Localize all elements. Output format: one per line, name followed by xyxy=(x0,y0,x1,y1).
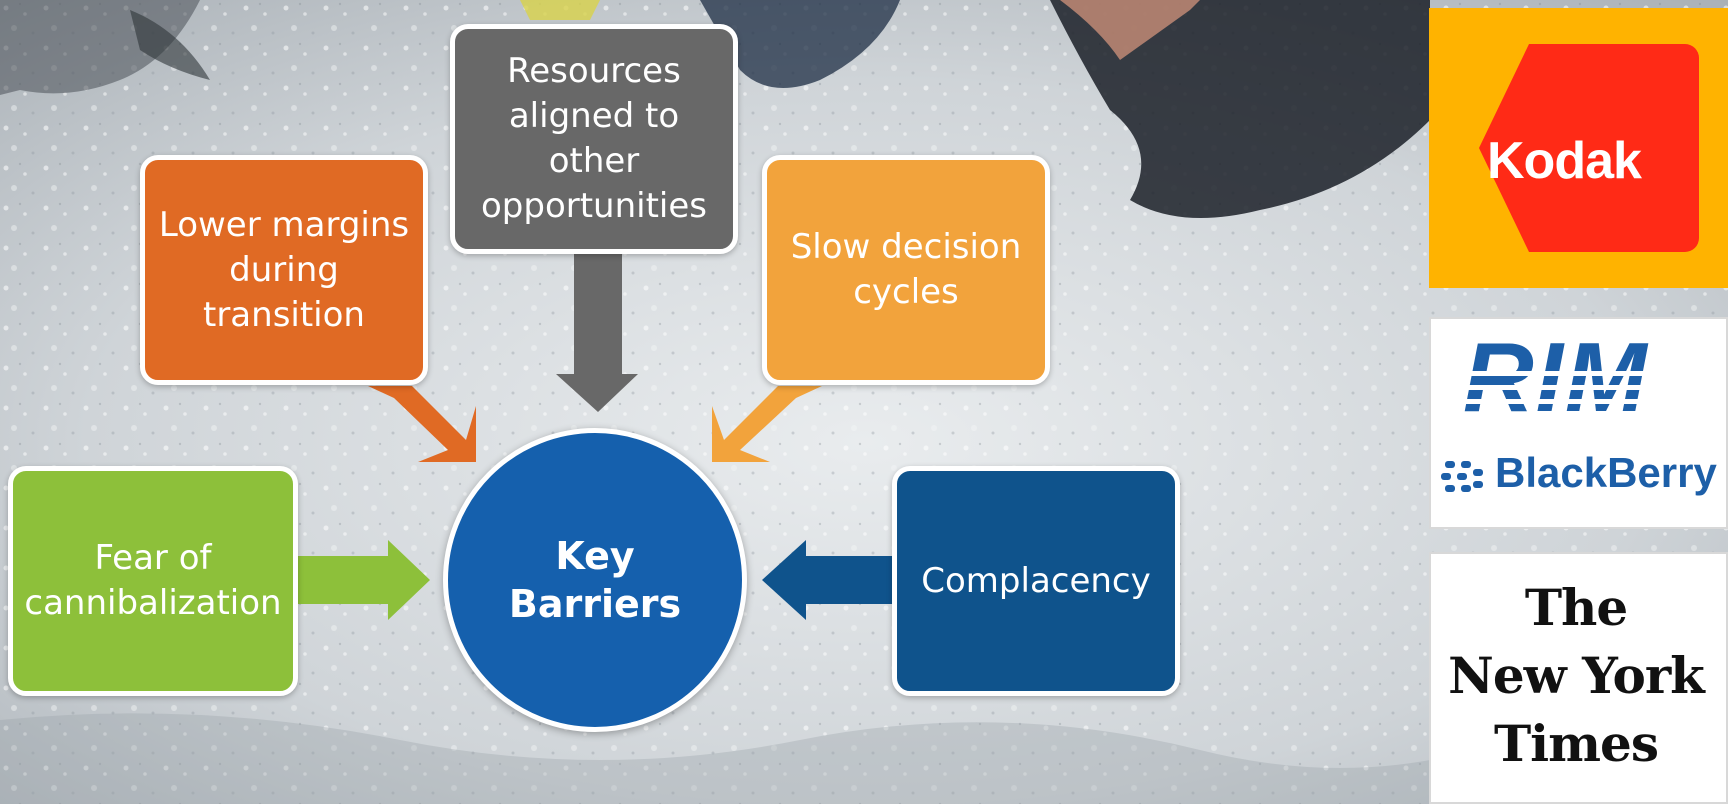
kodak-logo: Kodak xyxy=(1429,8,1728,288)
arrow-complacency-shape xyxy=(762,540,892,620)
kodak-wordmark: Kodak xyxy=(1487,132,1642,190)
node-fear-label: Fear of cannibalization xyxy=(24,538,282,623)
node-resources-label: Resources aligned to other opportunities xyxy=(480,51,708,226)
center-key-barriers: Key Barriers xyxy=(443,428,747,732)
new-york-times-logo: The New York Times xyxy=(1429,552,1728,804)
node-complacency: Complacency xyxy=(892,466,1180,696)
rim-blackberry-logo: RIM BlackBerry xyxy=(1429,317,1728,529)
node-resources: Resources aligned to other opportunities xyxy=(450,24,738,254)
node-complacency-label: Complacency xyxy=(921,560,1151,601)
blackberry-wordmark: BlackBerry xyxy=(1495,449,1717,496)
node-lower-margins: Lower margins during transition xyxy=(140,155,428,385)
kodak-logo-graphic xyxy=(1429,8,1728,288)
arrow-lower-margins-shape xyxy=(368,386,476,462)
arrow-fear-shape xyxy=(298,540,430,620)
arrow-resources-shape xyxy=(556,248,638,412)
blackberry-dots-icon xyxy=(1441,461,1483,492)
node-slow-decision: Slow decision cycles xyxy=(762,155,1050,385)
node-slow-decision-label: Slow decision cycles xyxy=(790,227,1022,312)
arrow-slow-decision-shape xyxy=(712,386,822,462)
nyt-wordmark: The New York Times xyxy=(1448,578,1705,773)
node-lower-margins-label: Lower margins during transition xyxy=(158,204,410,335)
node-fear: Fear of cannibalization xyxy=(8,466,298,696)
rim-wordmark: RIM xyxy=(1463,322,1649,432)
rim-stripes-graphic xyxy=(1451,371,1721,404)
center-label: Key Barriers xyxy=(508,534,682,626)
